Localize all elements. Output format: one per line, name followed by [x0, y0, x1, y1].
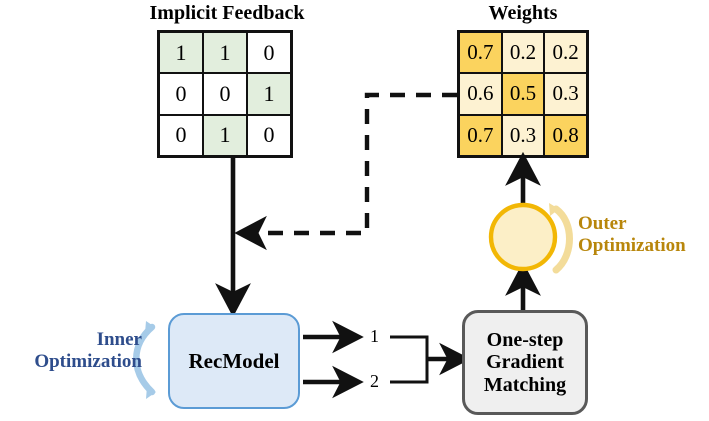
inner-optimization-label: Inner Optimization — [0, 329, 142, 373]
inner-optimization-line-1: Inner — [96, 329, 142, 350]
gradbox-line-3: Matching — [483, 373, 567, 396]
dashed-weight-feedback-path — [234, 92, 457, 251]
weights-title: Weights — [488, 2, 558, 24]
matrix-cell-r1-c1: 0.7 — [459, 32, 502, 74]
branch-label-2: 2 — [370, 371, 379, 391]
outer-optimization-label: Outer Optimization — [578, 213, 709, 257]
matrix-cell-r1-c3: 0.2 — [544, 32, 587, 74]
matrix-cell-r1-c2: 0.2 — [501, 32, 545, 74]
gradbox-line-1: One-step — [486, 328, 564, 351]
one-step-gradient-matching-box[interactable]: One-step Gradient Matching — [462, 310, 588, 415]
recmodel-label: RecModel — [188, 348, 280, 373]
matrix-cell-r2-c1: 0 — [159, 73, 203, 115]
recmodel-box[interactable]: RecModel — [168, 313, 300, 409]
outer-optimization-line-2: Optimization — [578, 234, 686, 256]
matrix-cell-r2-c3: 1 — [247, 73, 291, 115]
matrix-cell-r3-c2: 1 — [203, 114, 247, 156]
matrix-cell-r1-c2: 1 — [203, 32, 247, 74]
matrix-cell-r1-c1: 1 — [159, 32, 203, 74]
inner-optimization-line-2: Optimization — [34, 350, 142, 372]
matrix-cell-r3-c3: 0 — [247, 114, 291, 156]
matrix-cell-r2-c3: 0.3 — [544, 73, 587, 115]
matrix-cell-r3-c2: 0.3 — [501, 114, 545, 156]
merge-bracket — [390, 335, 471, 384]
matrix-cell-r2-c1: 0.6 — [459, 73, 502, 115]
gradbox-line-2: Gradient — [486, 351, 564, 374]
outer-optimization-curve-icon — [549, 203, 573, 274]
implicit-feedback-title: Implicit Feedback — [149, 2, 305, 24]
outer-optimization-line-1: Outer — [578, 213, 627, 234]
matrix-cell-r2-c2: 0.5 — [501, 73, 545, 115]
matrix-cell-r1-c3: 0 — [247, 32, 291, 74]
matrix-cell-r2-c2: 0 — [203, 73, 247, 115]
matrix-cell-r3-c1: 0.7 — [459, 114, 502, 156]
branch-label-1: 1 — [370, 326, 379, 346]
inner-optimization-curve-icon — [133, 321, 156, 399]
matrix-cell-r3-c3: 0.8 — [544, 114, 587, 156]
matrix-cell-r3-c1: 0 — [159, 114, 203, 156]
outer-optimization-circle — [488, 202, 558, 272]
